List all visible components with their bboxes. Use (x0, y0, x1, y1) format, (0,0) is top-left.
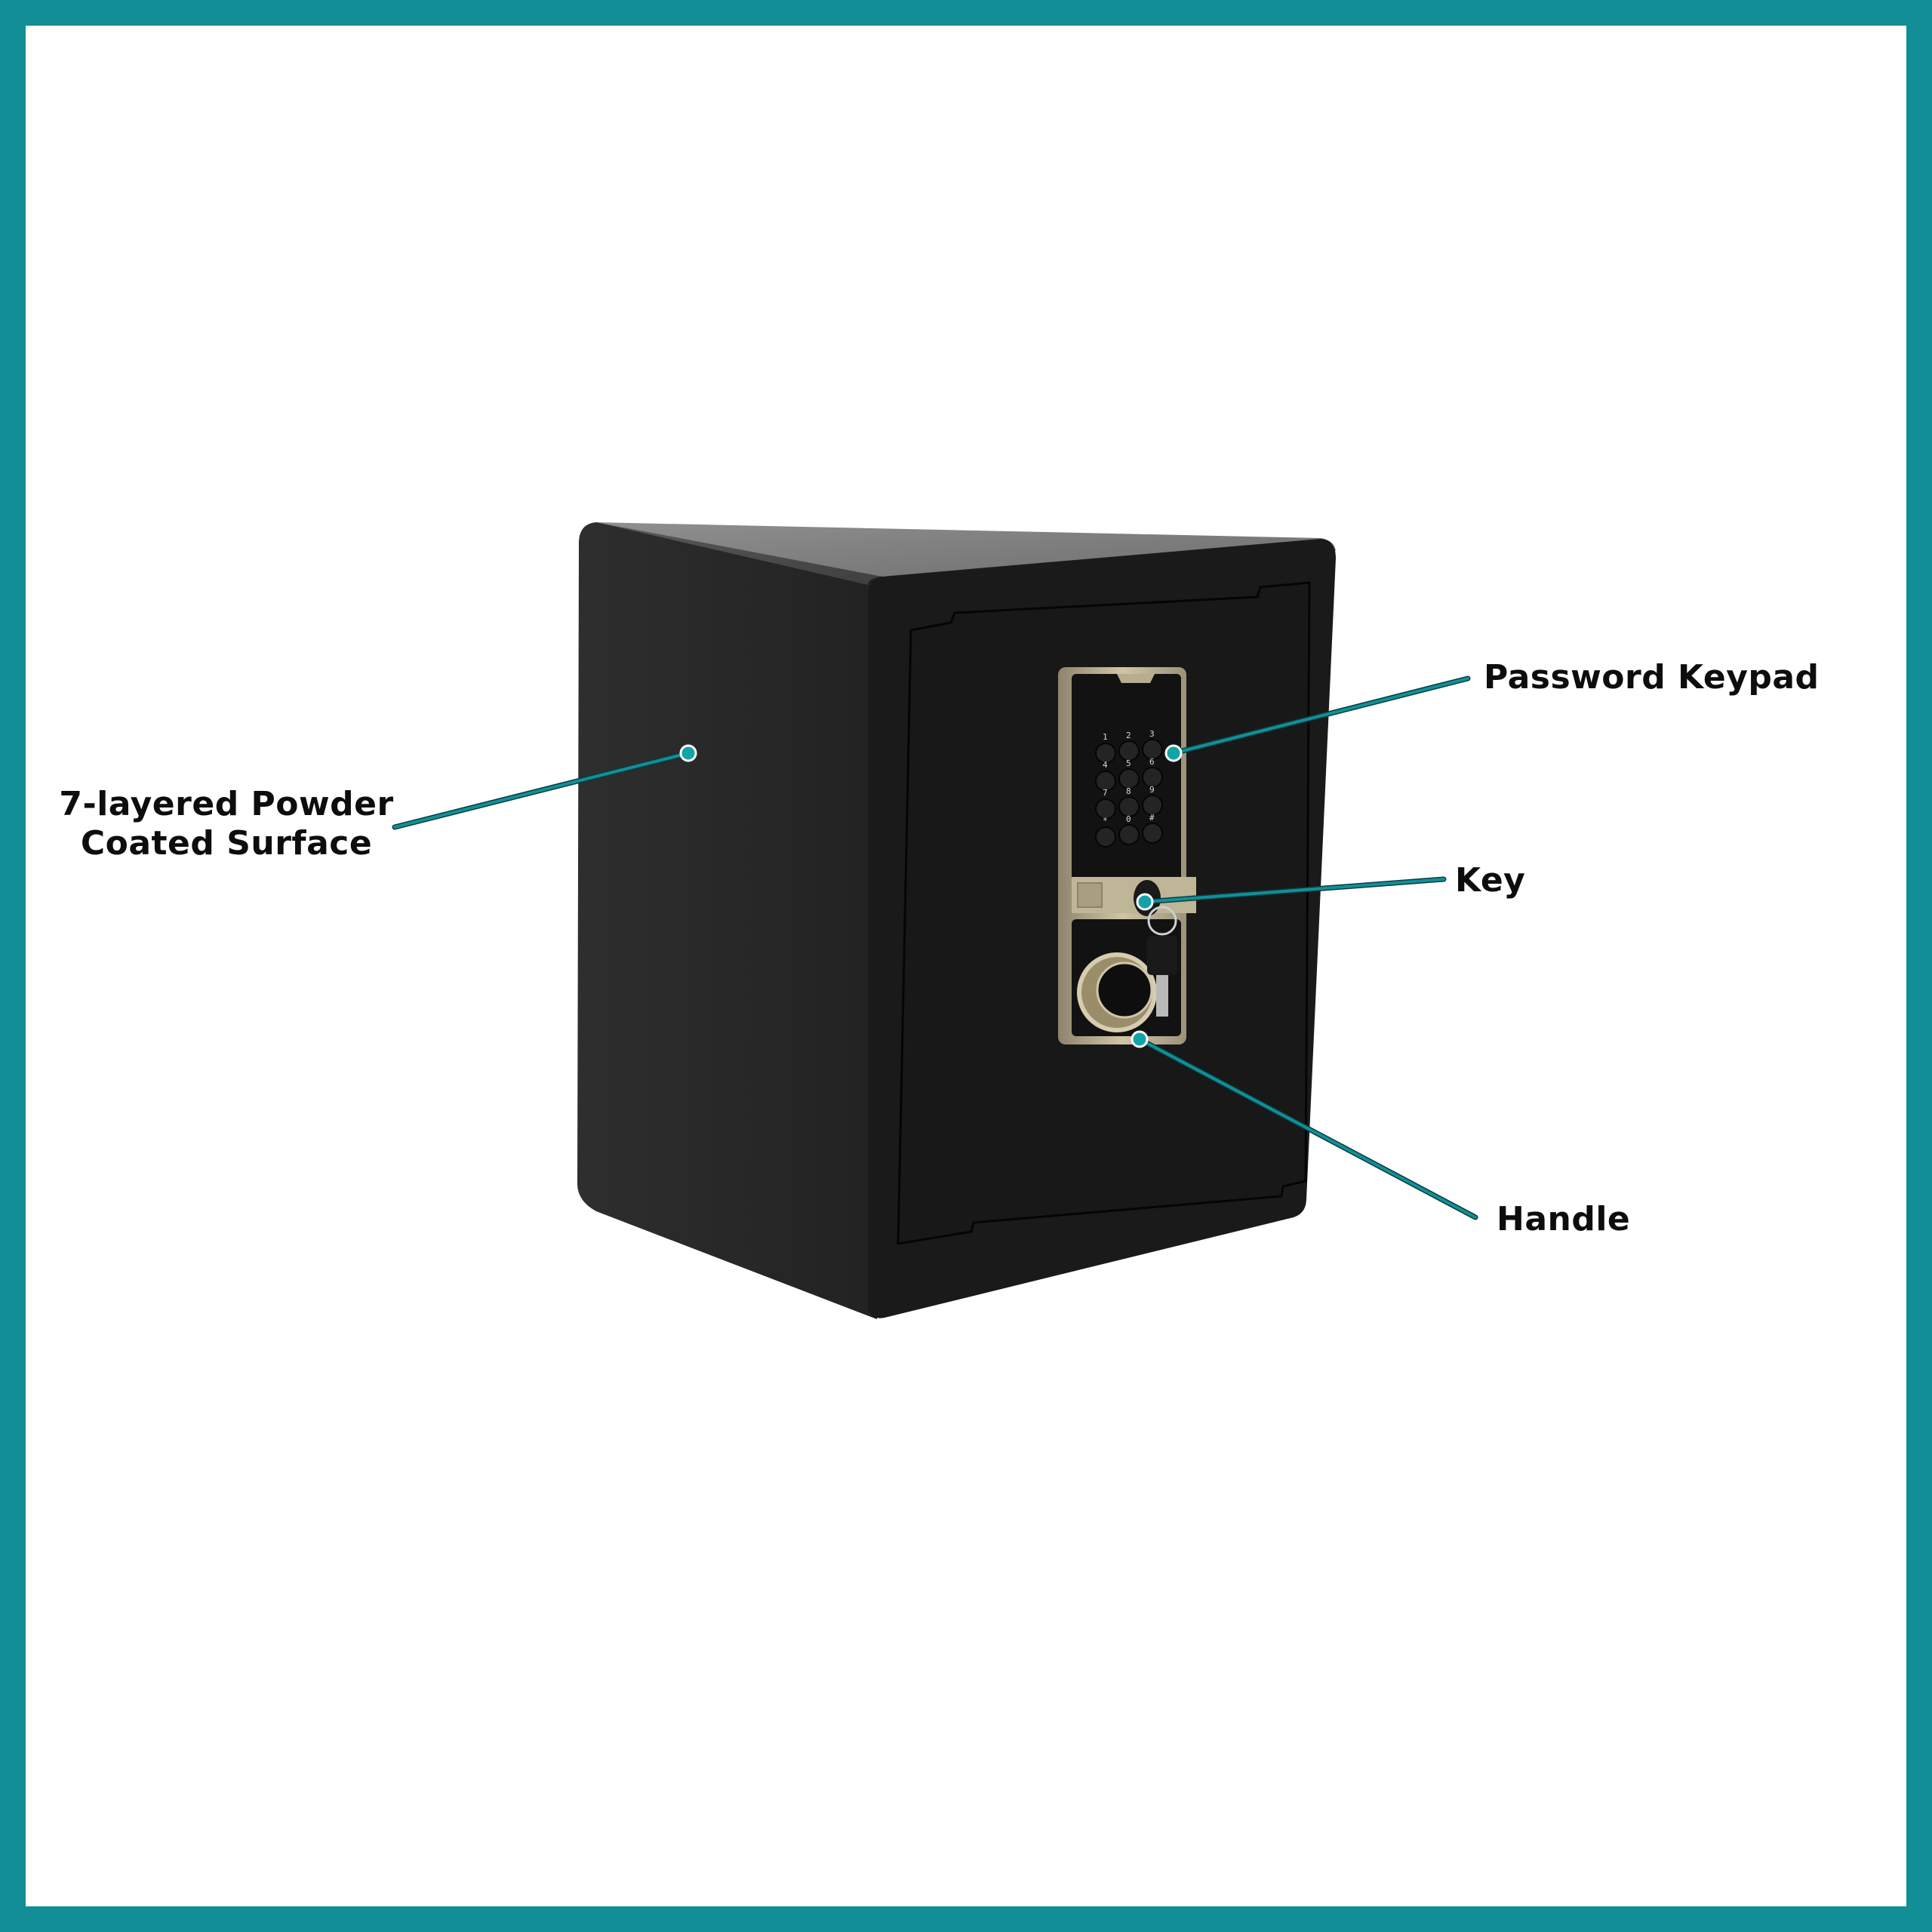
keypad-key-label: # (1149, 813, 1155, 823)
keypad-key-label: 9 (1149, 785, 1155, 795)
keypad-callout-dot (1164, 744, 1183, 762)
surface-callout-label: 7-layered Powder Coated Surface (53, 785, 400, 863)
safe-top (596, 522, 1336, 585)
key-callout-label: Key (1455, 861, 1526, 900)
keypad-callout-label: Password Keypad (1484, 658, 1820, 697)
keypad-key-label: 7 (1103, 788, 1108, 798)
handle-leader-line (1138, 1038, 1477, 1219)
handle-callout-label: Handle (1497, 1200, 1631, 1238)
keypad-leader-line (1172, 677, 1469, 755)
surface-callout-line1: 7-layered Powder (59, 785, 394, 823)
key-callout-dot (1136, 893, 1154, 911)
surface-callout-dot (679, 744, 697, 762)
keypad-key-label: 6 (1149, 757, 1155, 767)
safe-left-side (577, 522, 882, 1319)
handle-callout-dot (1131, 1030, 1149, 1048)
keypad-panel (1058, 667, 1196, 1044)
keypad-key-label: 5 (1126, 758, 1131, 768)
surface-leader-line (393, 752, 690, 829)
keypad-key-label: 8 (1126, 786, 1131, 796)
keypad-key-label: 4 (1103, 760, 1108, 770)
keypad-key-label: 2 (1126, 731, 1131, 740)
surface-callout-line2: Coated Surface (80, 824, 373, 863)
keypad-key-label: * (1103, 816, 1108, 826)
keypad-key-label: 0 (1126, 814, 1131, 824)
keypad-key-label: 3 (1149, 729, 1155, 739)
key-leader-line (1143, 878, 1445, 903)
keypad-key-label: 1 (1103, 732, 1108, 742)
